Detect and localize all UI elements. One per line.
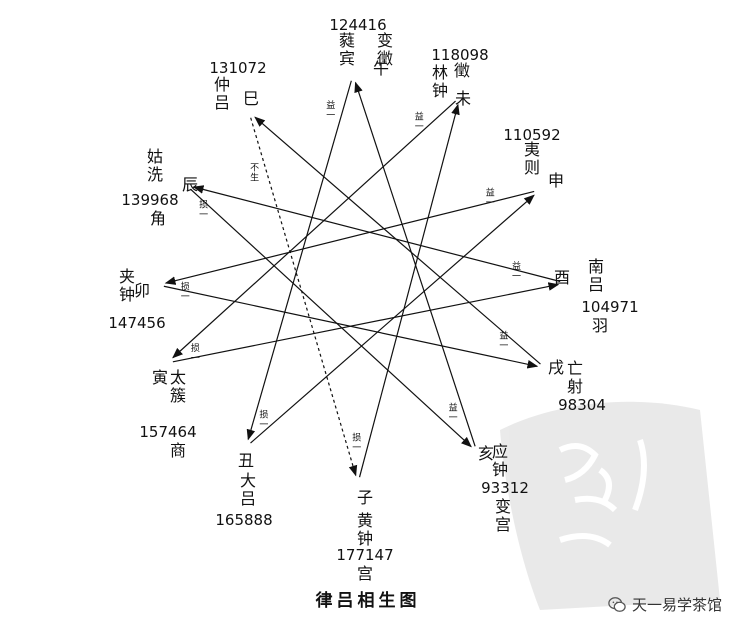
node-number: 177147 [336, 546, 393, 564]
node-number: 157464 [139, 423, 196, 441]
node-note: 商 [170, 441, 186, 460]
node-number: 131072 [209, 59, 266, 77]
edge-wei-yin [172, 100, 456, 359]
node-branch: 亥 [478, 444, 494, 463]
edge-chou-shen [250, 194, 535, 444]
node-note: 角 [150, 209, 166, 228]
node-number: 93312 [481, 479, 529, 497]
diagram-title: 律吕相生图 [315, 590, 421, 611]
edge-zi-wei [358, 103, 460, 478]
wechat-icon [608, 596, 626, 612]
edge-mao-xu [163, 285, 539, 369]
node-mao: 卯夹钟 147456 [108, 267, 165, 332]
edge-label-chen-hai: 损一 [199, 199, 208, 221]
calligraphy-stamp [500, 401, 720, 610]
edge-label-xu-si: 益一 [499, 329, 508, 351]
edge-hai-wu [354, 81, 476, 447]
node-note: 羽 [592, 316, 608, 335]
node-lu-name: 应钟 [492, 442, 508, 479]
node-number: 165888 [215, 511, 272, 529]
node-lu-name: 亡射 [567, 359, 583, 396]
watermark: 天一易学茶馆 [608, 594, 722, 615]
node-branch: 午 [373, 59, 389, 78]
node-note: 变宫 [495, 497, 511, 534]
edge-shen-mao [164, 190, 535, 285]
edge-wu-chou [246, 80, 352, 441]
edge-xu-si [254, 116, 541, 365]
edge-label-you-chen: 益一 [512, 260, 521, 282]
node-lu-name: 南吕 [588, 257, 604, 294]
edge-label-mao-xu: 损一 [181, 280, 190, 302]
node-lu-name: 大吕 [240, 471, 256, 508]
node-lu-name: 夹钟 [119, 267, 135, 304]
edge-label-wei-yin: 益一 [415, 111, 424, 133]
node-branch: 丑 [238, 451, 254, 470]
node-lu-name: 姑洗 [147, 147, 163, 184]
node-branch: 子 [357, 488, 373, 507]
node-xu: 戌亡射98304 [548, 358, 606, 414]
node-branch: 巳 [243, 89, 259, 108]
node-branch: 戌 [548, 358, 564, 377]
node-lu-name: 黄钟 [357, 511, 373, 548]
edge-label-zi-wei: 损一 [352, 431, 361, 453]
edge-label-shen-mao: 益一 [486, 187, 495, 209]
node-branch: 辰 [182, 175, 198, 194]
edge-si-zi [250, 117, 358, 477]
node-number: 124416 [329, 16, 386, 34]
edge-label-si-zi: 不生 [250, 163, 259, 184]
node-lu-name: 林钟 [432, 63, 448, 100]
node-lu-name: 仲吕 [214, 75, 230, 112]
node-branch: 未 [455, 89, 471, 108]
edge-chen-hai [190, 188, 472, 448]
edge-yin-you [172, 282, 560, 363]
node-number: 104971 [581, 298, 638, 316]
node-number: 147456 [108, 314, 165, 332]
edge-label-chou-shen: 损一 [259, 408, 268, 430]
node-chou: 丑大吕 165888 [215, 451, 272, 529]
edge-label-hai-wu: 益一 [449, 401, 458, 423]
node-branch: 卯 [134, 281, 150, 300]
edge-you-chen [192, 185, 561, 283]
watermark-text: 天一易学茶馆 [631, 596, 722, 614]
node-yin: 寅太簇 157464商 [139, 368, 196, 460]
edges-layer [163, 80, 561, 478]
node-lu-name: 太簇 [170, 368, 186, 405]
node-branch: 申 [548, 171, 564, 190]
edge-label-yin-you: 损一 [191, 342, 200, 364]
edge-label-wu-chou: 益一 [326, 99, 335, 121]
node-branch: 酉 [554, 268, 570, 287]
node-note: 变徵 [377, 31, 393, 68]
node-branch: 寅 [152, 368, 168, 387]
node-number: 98304 [558, 396, 606, 414]
node-note: 徵 [454, 61, 470, 80]
node-lu-name: 夷则 [524, 140, 540, 177]
node-number: 139968 [121, 191, 178, 209]
node-lu-name: 蕤宾 [339, 31, 355, 68]
node-number: 118098 [431, 46, 488, 64]
node-note: 宫 [357, 564, 373, 583]
nodes-layer: 子黄钟177147宫 丑大吕 165888 寅太簇 157464商 卯夹钟 147456 辰姑… [108, 16, 638, 583]
node-number: 110592 [503, 126, 560, 144]
